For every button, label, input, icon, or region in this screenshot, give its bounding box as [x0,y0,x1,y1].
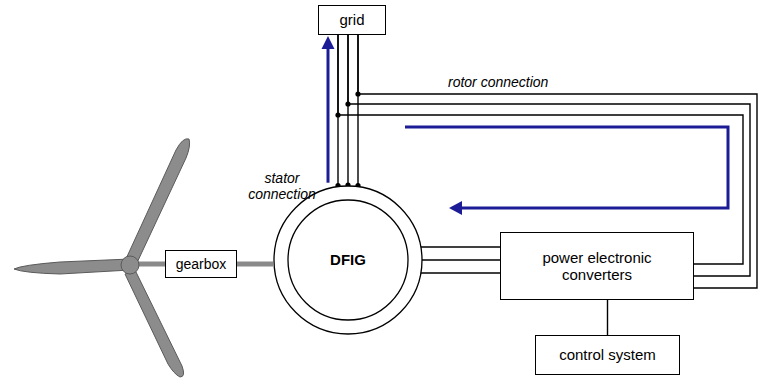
grid-box: grid [318,5,386,35]
arrow-head [322,36,335,49]
node-text: grid [339,11,364,28]
generator-ring [274,186,422,334]
connection-label: rotor connection [448,74,548,90]
gearbox-box: gearbox [165,250,237,278]
connector [607,300,608,335]
connector-line [237,262,273,267]
turbine-blade [125,270,184,377]
converter-box: power electronic converters [500,232,694,300]
turbine-blade [125,139,190,267]
control-box: control system [535,335,680,375]
connector-line [607,300,608,335]
generator-circle: DFIG [273,185,423,335]
arrow-head [449,201,462,215]
power-flow-arrow [405,127,728,208]
connection-label: stator connection [246,170,318,202]
node-text: power electronic converters [507,249,687,284]
turbine-blade [14,259,130,274]
node-text: control system [559,346,656,363]
generator-ring [288,200,408,320]
connector [237,264,273,265]
node-text: DFIG [330,251,366,268]
connector [322,36,335,183]
connector-line [327,46,330,183]
node-text: gearbox [176,256,227,272]
turbine-hub [121,256,139,274]
